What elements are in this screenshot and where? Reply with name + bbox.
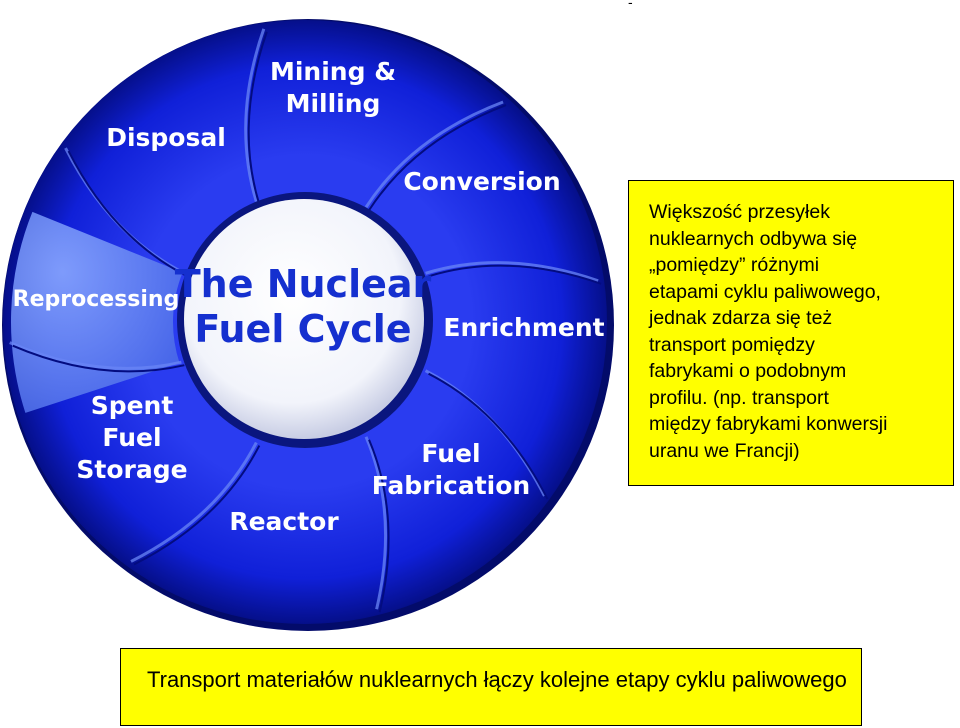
segment-divider-shadow [368,104,507,211]
segment-label-spent: Storage [76,455,187,484]
nuclear-fuel-cycle-diagram: The Nuclear Fuel Cycle Mining & MillingCo… [2,19,614,631]
segment-label-reprocessing: Reprocessing [13,287,180,312]
note-line: między fabrykami konwersji [649,413,888,435]
note-line: transport pomiędzy [649,333,815,356]
segment-divider [425,261,599,283]
segment-divider-shadow [428,372,549,500]
segment-label-spent: Spent [91,391,174,420]
note-line: etapami cyklu paliwowego, [649,280,881,303]
segment-divider [9,341,182,370]
segment-divider-shadow [428,264,602,285]
note-line: nuklearnych odbywa się [649,227,858,250]
center-hub [184,199,424,439]
note-line: profilu. (np. transport [649,386,829,409]
segment-label-mining: Milling [286,89,381,118]
segments-layer [10,211,183,413]
note-box: Większość przesyłek nuklearnych odbywa s… [628,180,954,486]
segment-label-enrichment: Enrichment [443,313,604,342]
segment-divider-shadow [12,344,185,373]
segment-divider [130,441,258,563]
caption-text: Transport materiałów nuklearnych łączy k… [147,667,847,692]
segment-divider-shadow [247,31,268,205]
segment-divider-shadow [368,439,390,613]
segment-label-fabrication: Fuel [421,439,480,468]
segment-label-fabrication: Fabrication [372,471,530,500]
segment-label-conversion: Conversion [403,167,560,196]
note-line: Większość przesyłek [649,201,830,223]
segment-reprocessing-highlight [10,211,183,413]
segment-label-mining: Mining & [270,57,396,86]
segment-divider [364,436,388,610]
segment-label-reactor: Reactor [229,507,339,536]
segment-divider-shadow [133,445,261,566]
corner-mark: - [628,0,633,10]
segment-label-disposal: Disposal [106,123,226,152]
note-line: uranu we Francji) [649,439,800,462]
note-line: „pomiędzy” różnymi [649,254,820,276]
center-title-line-1: The Nuclear [175,262,432,306]
labels-layer: Mining &MillingConversionEnrichmentFuelF… [13,57,605,536]
segment-label-spent: Fuel [102,423,161,452]
dividers-layer [9,28,602,613]
segment-divider-shadow [67,150,188,278]
segment-divider [364,100,504,209]
caption-box: Transport materiałów nuklearnych łączy k… [120,648,862,726]
segment-divider [244,28,266,202]
note-line: jednak zdarza się też [649,307,833,329]
center-title-line-2: Fuel Cycle [194,307,411,351]
note-line: fabrykami o podobnym [649,360,847,382]
